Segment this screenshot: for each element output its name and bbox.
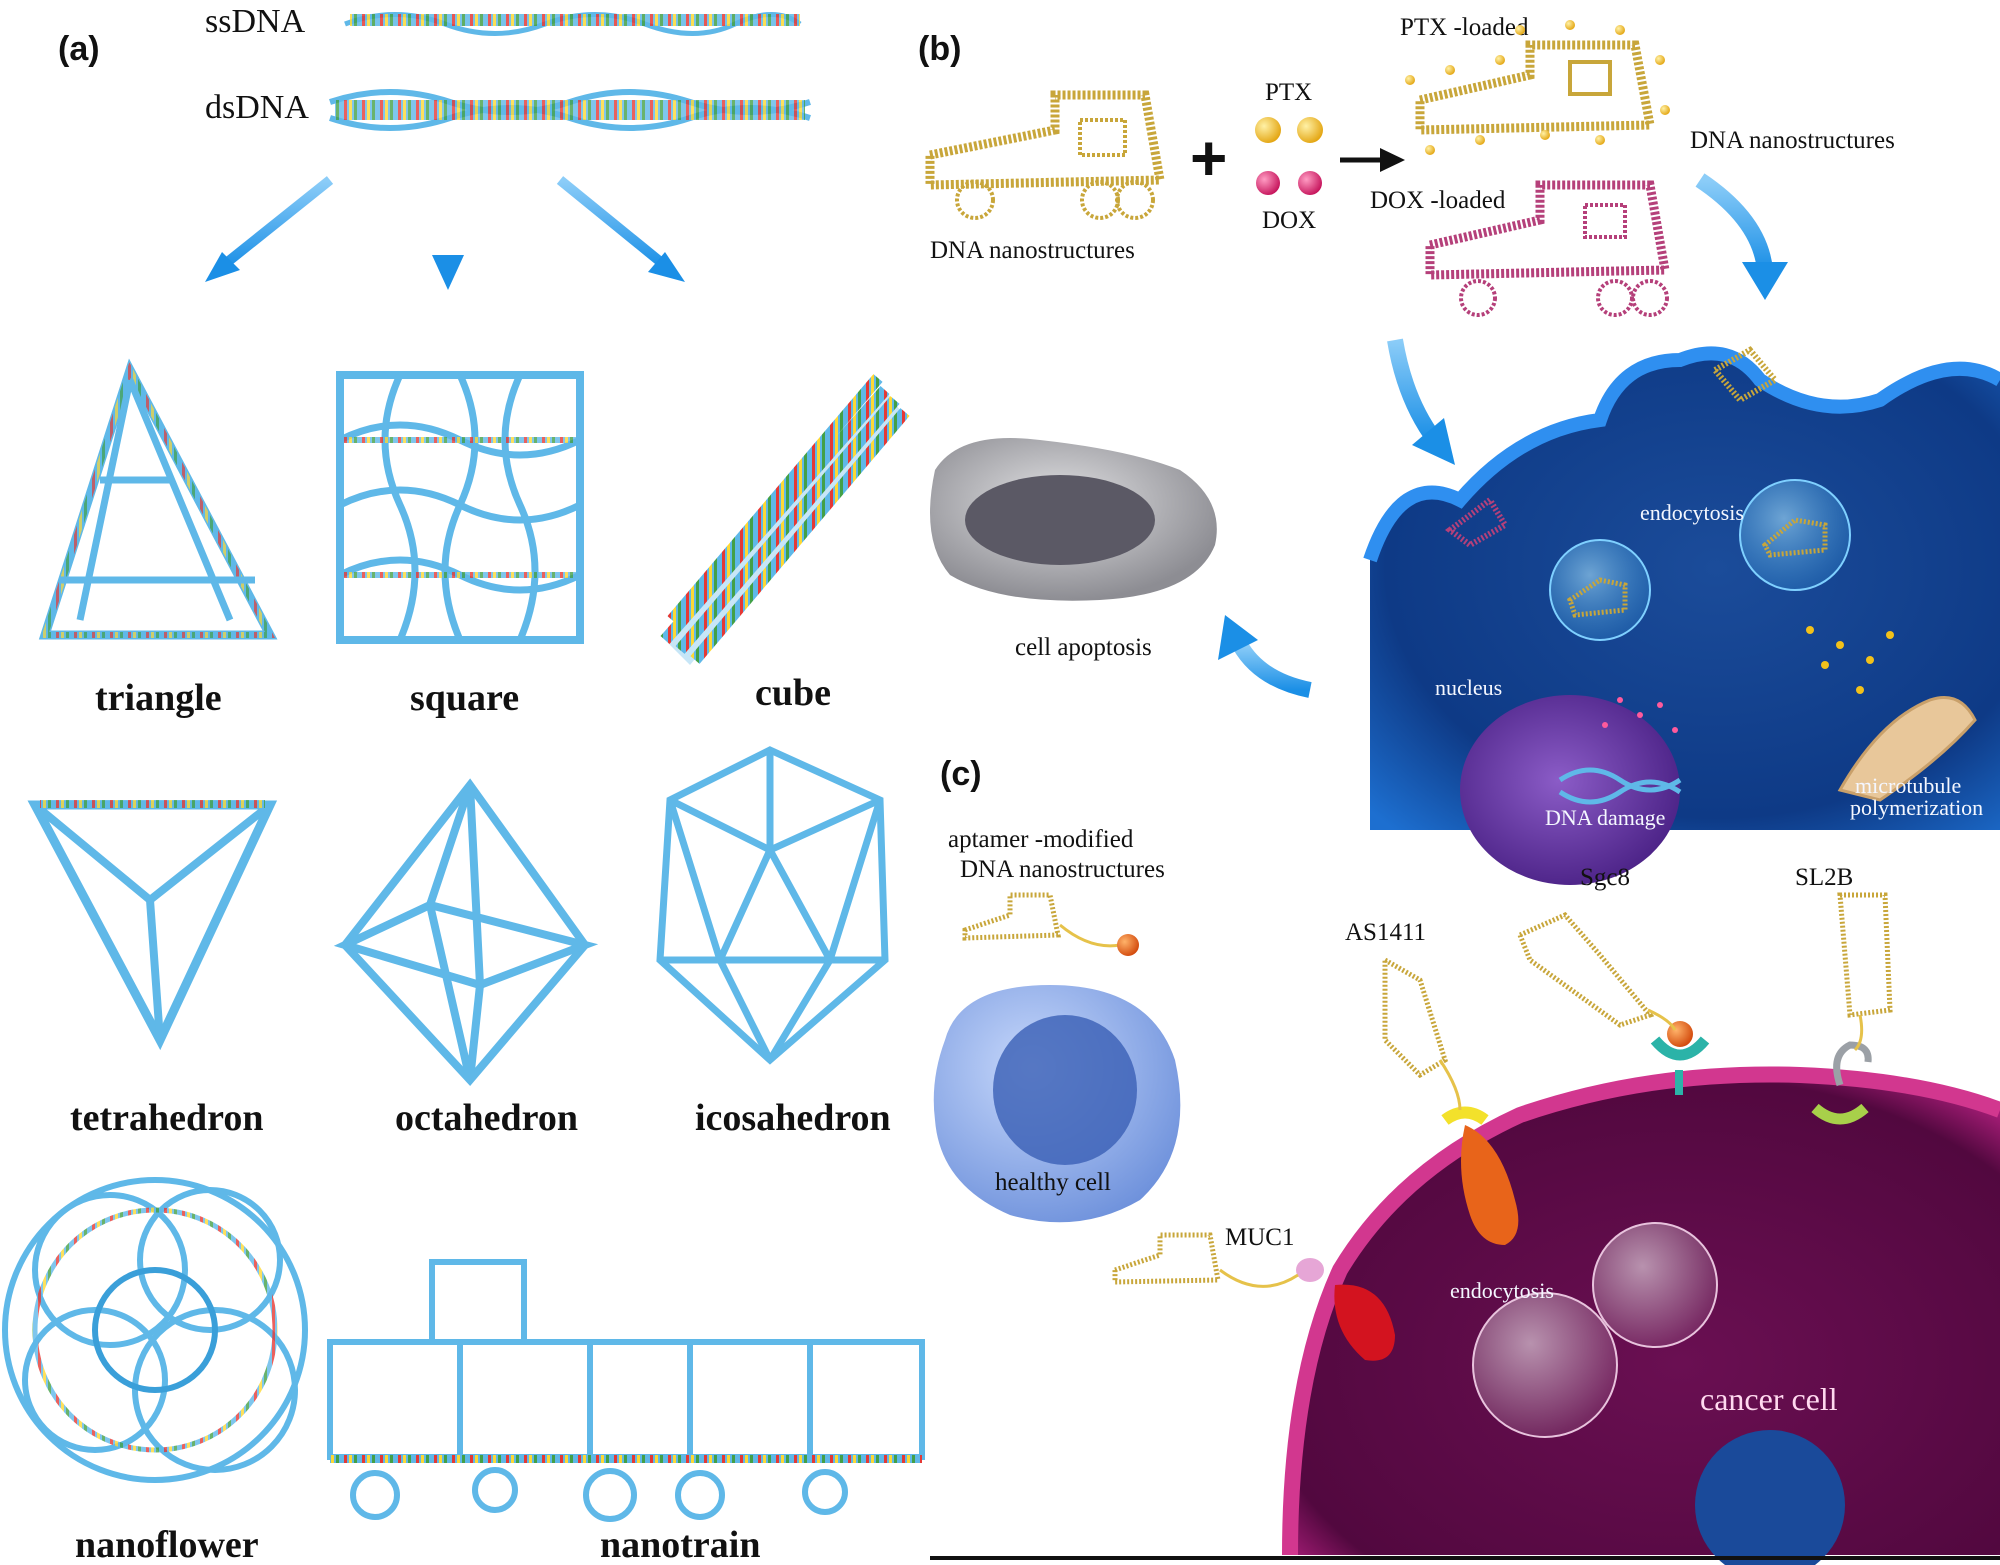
dox-loaded-label: DOX -loaded xyxy=(1370,187,1506,214)
vesicle-1 xyxy=(1472,1292,1618,1438)
dox-loaded-truck xyxy=(1425,180,1671,317)
sgc8-aptamer-truck xyxy=(1516,911,1677,1031)
tetrahedron-label: tetrahedron xyxy=(70,1097,264,1139)
ptx-loaded-truck xyxy=(1405,20,1670,155)
ptx-molecule xyxy=(1297,117,1323,143)
dox-release-dots xyxy=(1602,697,1678,733)
sl2b-aptamer-truck xyxy=(1837,892,1893,1052)
endocytosis-label-b: endocytosis xyxy=(1640,500,1744,525)
healthy-cell xyxy=(933,985,1181,1223)
endosome-right xyxy=(1739,479,1851,591)
cube-label: cube xyxy=(755,672,831,714)
dox-molecule xyxy=(1256,171,1280,195)
arrow-to-cell-right xyxy=(1695,173,1788,300)
aptamer-label-1: aptamer -modified xyxy=(948,826,1134,853)
dsdna-label: dsDNA xyxy=(205,89,309,126)
muc1-receptor xyxy=(1296,1258,1395,1361)
octahedron-label: octahedron xyxy=(395,1097,578,1139)
loading-arrow xyxy=(1340,148,1405,172)
cancer-cell-label: cancer cell xyxy=(1700,1381,1838,1417)
cube-structure xyxy=(660,374,910,665)
apoptotic-cell xyxy=(930,438,1217,601)
icosahedron-label: icosahedron xyxy=(695,1097,891,1139)
nanotrain-label: nanotrain xyxy=(600,1524,760,1565)
microtubule-label-1: microtubule xyxy=(1855,773,1961,798)
muc1-aptamer-truck xyxy=(1112,1232,1299,1288)
panel-c-label: (c) xyxy=(940,755,982,793)
entering-truck xyxy=(1445,495,1510,549)
cell-apoptosis-label: cell apoptosis xyxy=(1015,634,1152,661)
as1411-label: AS1411 xyxy=(1345,919,1426,946)
tetrahedron-structure xyxy=(27,800,278,1051)
dna-nanostructures-right-label: DNA nanostructures xyxy=(1690,127,1895,154)
nanoflower-structure xyxy=(2,1177,308,1483)
as1411-receptor xyxy=(1441,1106,1519,1245)
triangle-label: triangle xyxy=(95,677,222,719)
panel-b-label: (b) xyxy=(918,30,961,68)
octahedron-structure xyxy=(333,778,599,1087)
dna-nanostructures-left-label: DNA nanostructures xyxy=(930,237,1135,264)
microtubule-label-2: polymerization xyxy=(1850,795,1983,820)
tumor-cell xyxy=(1363,346,2000,885)
triangle-structure xyxy=(38,358,278,640)
endosome-left xyxy=(1549,539,1651,641)
entering-truck-ptx xyxy=(1710,346,1780,404)
dox-molecule xyxy=(1298,171,1322,195)
dna-damage-label: DNA damage xyxy=(1545,805,1665,830)
arrow-to-triangle xyxy=(205,176,334,282)
sgc8-label: Sgc8 xyxy=(1580,864,1630,891)
nanoflower-label: nanoflower xyxy=(75,1524,259,1565)
ptx-release-dots xyxy=(1806,626,1894,694)
ptx-molecule xyxy=(1255,117,1281,143)
panel-a-label: (a) xyxy=(58,30,100,68)
dna-truck-icon xyxy=(925,90,1166,220)
nucleus xyxy=(1460,695,1680,885)
endocytosis-label-c: endocytosis xyxy=(1450,1278,1554,1303)
aptamer-label-2: DNA nanostructures xyxy=(960,856,1165,883)
arrow-to-cube xyxy=(556,176,685,282)
dox-label: DOX xyxy=(1262,207,1316,234)
dsdna-helix xyxy=(329,89,811,131)
healthy-cell-label: healthy cell xyxy=(995,1169,1111,1196)
sl2b-label: SL2B xyxy=(1795,864,1853,891)
microtubule xyxy=(1837,696,1977,802)
plus-sign: + xyxy=(1190,122,1227,194)
ssdna-strand xyxy=(344,12,802,36)
ptx-loaded-label: PTX -loaded xyxy=(1400,14,1529,41)
muc1-label: MUC1 xyxy=(1225,1224,1294,1251)
ptx-label: PTX xyxy=(1265,79,1312,106)
ssdna-label: ssDNA xyxy=(205,3,306,40)
dna-damage-helix xyxy=(1558,767,1682,805)
square-label: square xyxy=(410,677,519,719)
arrow-to-apoptosis xyxy=(1218,615,1312,698)
nanotrain-structure xyxy=(327,1259,925,1522)
as1411-aptamer-truck xyxy=(1382,955,1462,1111)
vesicle-2 xyxy=(1592,1222,1718,1348)
sl2b-receptor xyxy=(1811,1041,1872,1125)
icosahedron-structure xyxy=(656,746,889,1065)
nucleus-label: nucleus xyxy=(1435,675,1502,700)
square-structure xyxy=(336,371,584,644)
arrow-to-cell-left xyxy=(1387,338,1455,465)
arrow-to-square xyxy=(432,178,464,290)
aptamer-truck-icon xyxy=(962,892,1139,956)
